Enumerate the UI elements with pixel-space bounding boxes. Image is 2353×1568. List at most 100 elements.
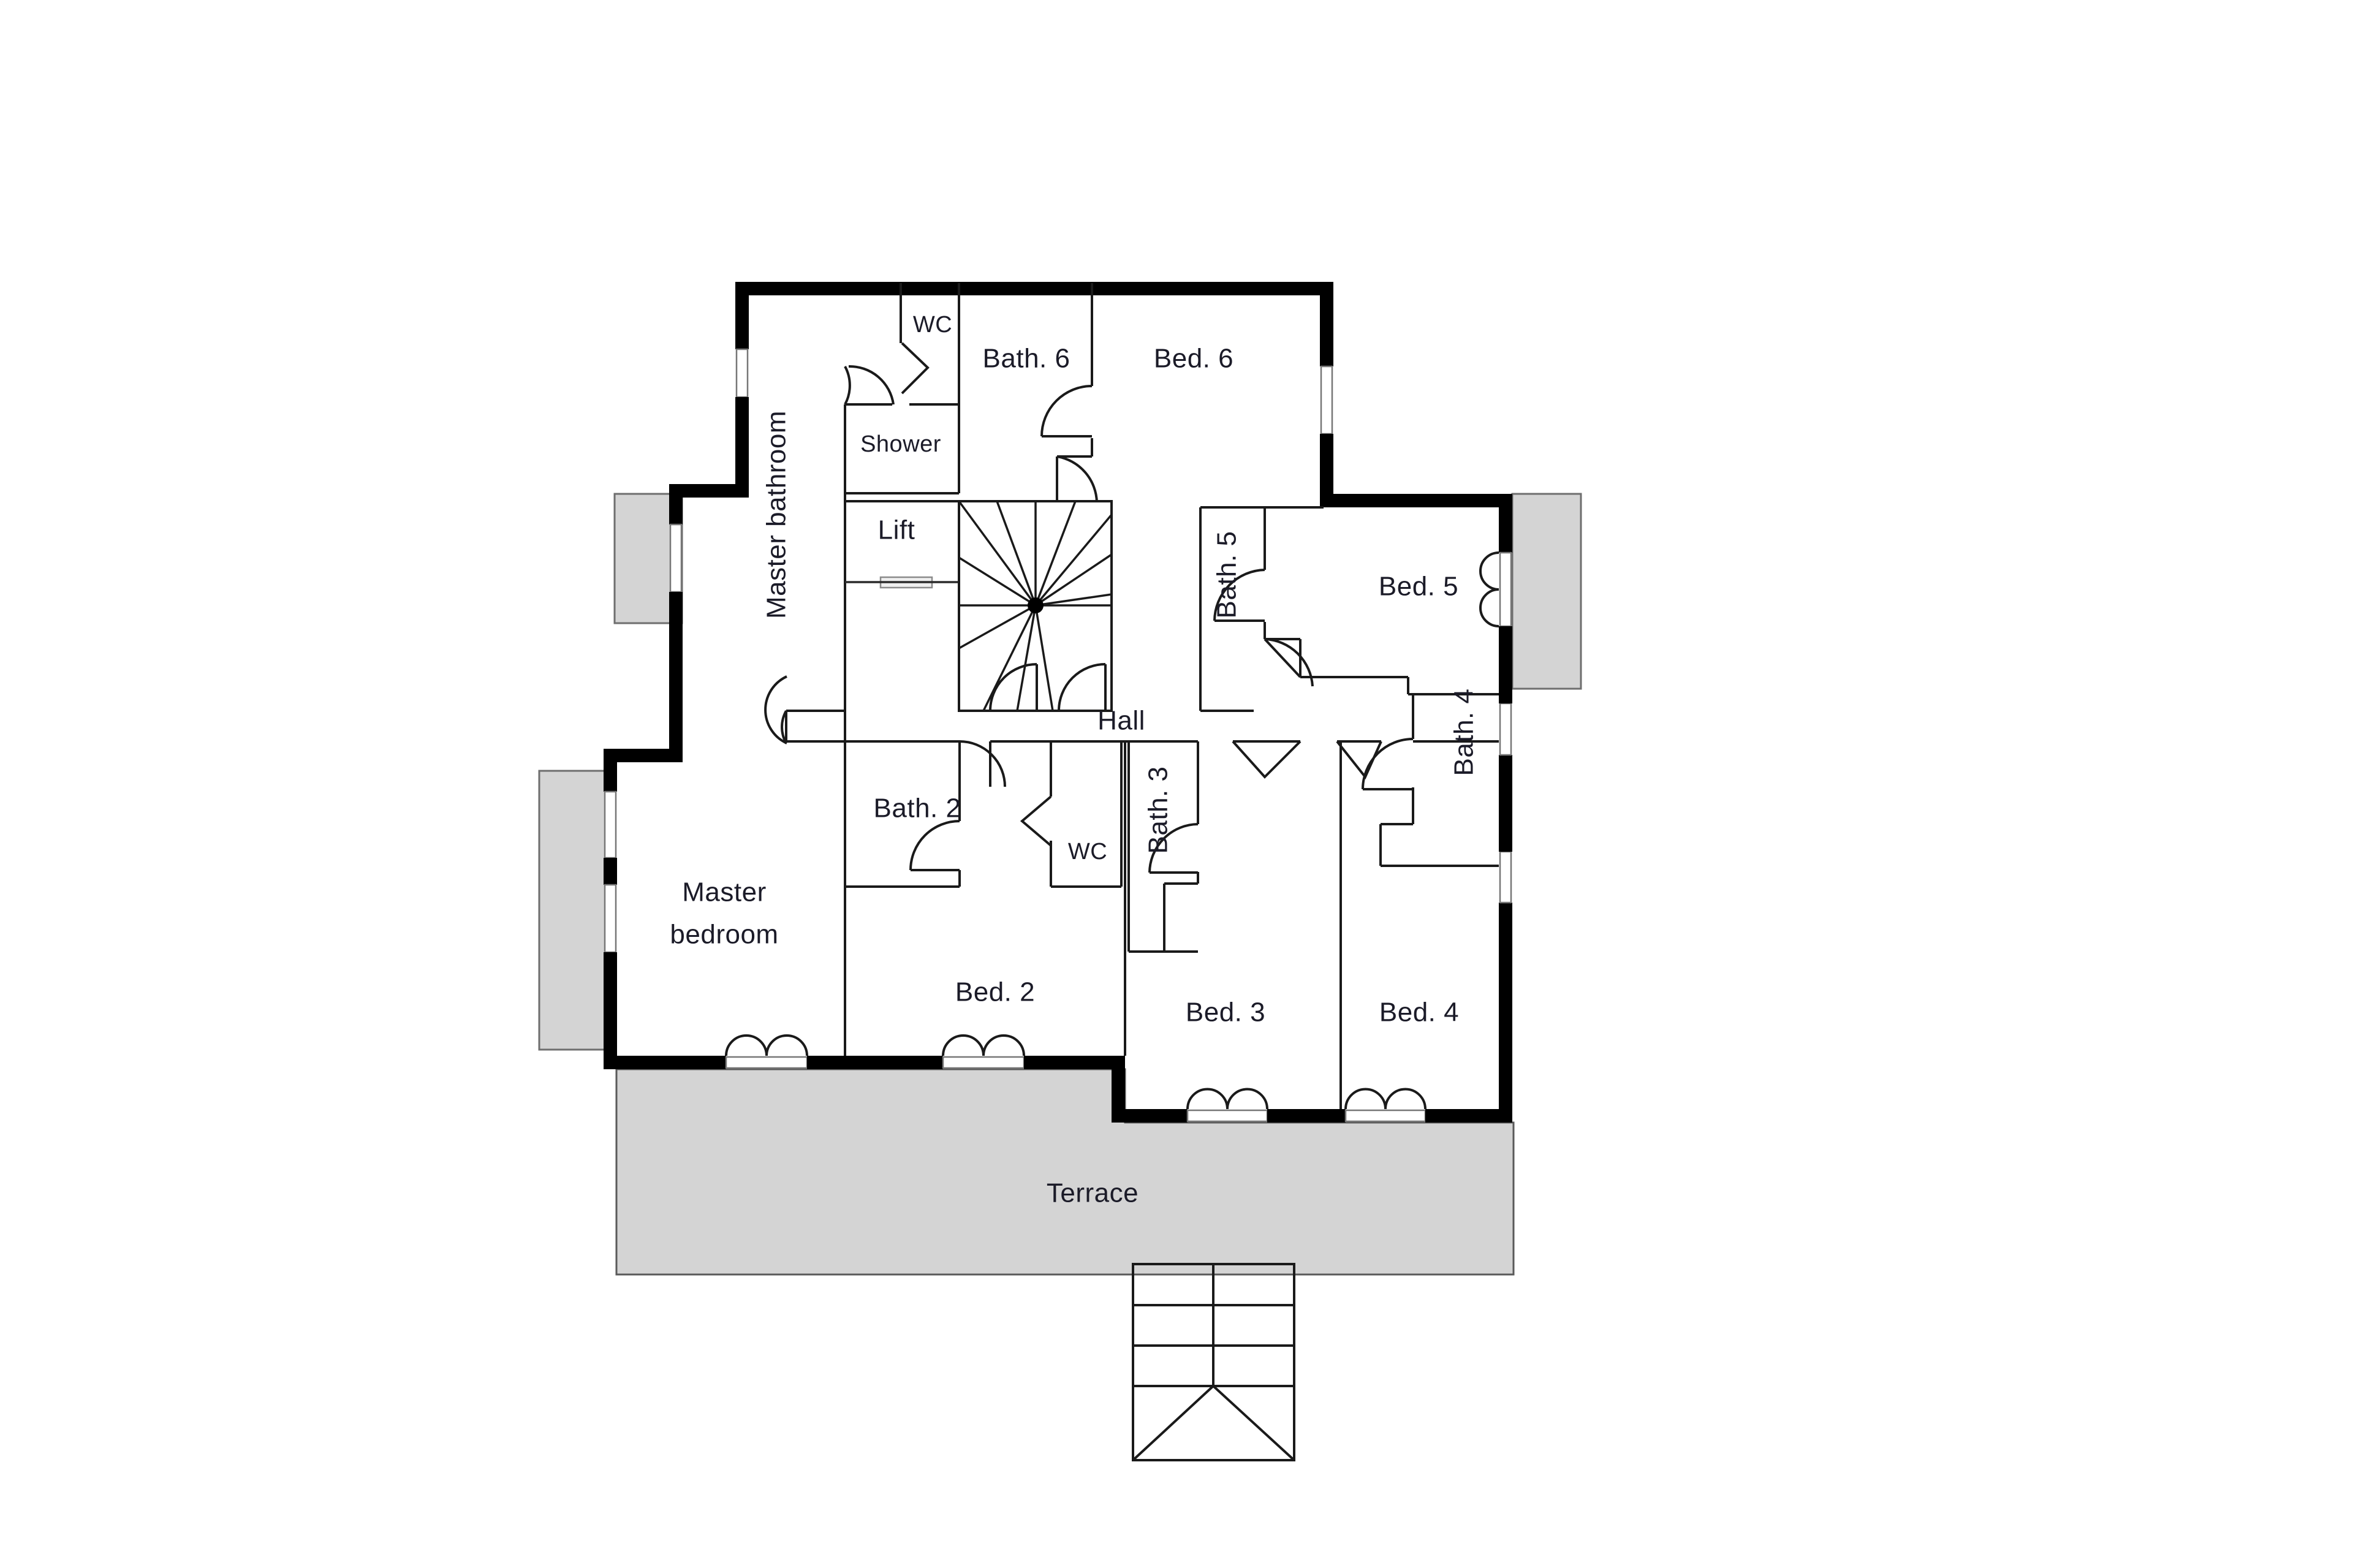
label-terrace: Terrace <box>1047 1178 1139 1208</box>
label-bed-4: Bed. 4 <box>1379 998 1459 1028</box>
wall-south-bed-3-a <box>1112 1109 1188 1123</box>
door-shower <box>844 366 851 405</box>
wall-east-bath-4-a <box>1499 755 1512 852</box>
window-bed-4-east <box>1499 850 1512 904</box>
door-wc-lower <box>1020 795 1052 847</box>
wall-east-bed-6-a <box>1320 282 1333 366</box>
balcony-master-bedroom <box>538 770 615 1051</box>
exterior-entry-stairs <box>1132 1263 1295 1461</box>
door-shower-arc2 <box>848 365 895 405</box>
sash-bed-5-2 <box>1479 588 1499 627</box>
label-bath-5: Bath. 5 <box>1212 531 1242 619</box>
sash-master-bedroom-1 <box>725 1034 768 1056</box>
door-wc-upper <box>901 342 930 395</box>
door-hall-right <box>1058 663 1106 711</box>
label-bath-4: Bath. 4 <box>1449 689 1479 776</box>
door-hall-left <box>989 663 1037 711</box>
sash-bed-2-1 <box>942 1034 985 1056</box>
wall-east-bed-5-b <box>1499 626 1512 689</box>
wall-south-bed-4 <box>1425 1109 1512 1123</box>
door-bath-4 <box>1362 738 1414 790</box>
sash-bed-5-1 <box>1479 551 1499 591</box>
interior-wall-group <box>785 283 1499 1109</box>
wall-west-upper-a <box>735 282 749 349</box>
door-bed-3 <box>1232 740 1302 779</box>
door-bed-4 <box>1336 740 1382 779</box>
label-wc-lower: WC <box>1068 839 1107 865</box>
wall-west-low-b <box>604 858 617 885</box>
terrace-area <box>615 1068 1515 1276</box>
label-bed-2: Bed. 2 <box>955 977 1035 1007</box>
window-bed-6-east <box>1320 365 1333 435</box>
wall-east-bed-6-b <box>1320 434 1333 507</box>
door-bed-5 <box>1264 638 1314 687</box>
entry-stair-diagonal-left <box>1132 1385 1214 1461</box>
stair-center-hub <box>1028 597 1044 613</box>
label-bed-5: Bed. 5 <box>1379 572 1458 602</box>
sash-bed-3-2 <box>1226 1088 1268 1110</box>
window-master-bathroom-north <box>735 348 749 398</box>
door-bed-6 <box>1056 455 1098 503</box>
window-bath-4-east <box>1499 702 1512 756</box>
window-bed-5-east <box>1499 551 1512 627</box>
door-group <box>764 342 1414 874</box>
label-lift: Lift <box>878 515 915 545</box>
sash-bed-2-2 <box>982 1034 1025 1056</box>
window-master-bedroom-south <box>725 1056 808 1069</box>
wall-south-master-bedroom-b <box>807 1056 943 1069</box>
wall-south-bed-3-b <box>1267 1109 1346 1123</box>
door-bath-6 <box>1040 385 1093 437</box>
label-master-bedroom-line2: bedroom <box>670 920 778 950</box>
sash-bed-3-1 <box>1186 1088 1229 1110</box>
label-bed-6: Bed. 6 <box>1154 344 1233 374</box>
wall-north <box>735 282 1333 295</box>
wall-west-jog-south <box>604 749 683 762</box>
door-master-bathroom-swing <box>764 675 787 744</box>
wall-west-upper-b <box>735 397 749 496</box>
wall-south-bed-2 <box>1024 1056 1125 1069</box>
sash-bed-4-2 <box>1384 1088 1427 1110</box>
exterior-wall-group <box>604 282 1512 1123</box>
wall-west-jog-north <box>669 484 749 498</box>
door-bath-2-hall <box>959 740 1006 787</box>
wall-east-bed-4 <box>1499 903 1512 1123</box>
wall-south-master-bedroom-a <box>604 1056 726 1069</box>
room-label-group: Master bathroom WC Shower Bath. 6 Bed. 6… <box>670 312 1479 1208</box>
label-hall: Hall <box>1097 706 1145 736</box>
wall-north-bed-5 <box>1324 494 1512 507</box>
door-bath-5 <box>1213 569 1265 621</box>
label-bed-3: Bed. 3 <box>1186 998 1265 1028</box>
door-leaf-bed-5 <box>1264 638 1302 678</box>
window-bed-4-south <box>1344 1109 1427 1123</box>
terrace-slab <box>615 1068 1515 1276</box>
window-master-bedroom-west-1 <box>604 790 617 859</box>
label-shower: Shower <box>860 431 941 457</box>
sash-bed-4-1 <box>1344 1088 1387 1110</box>
window-bed-3-south <box>1186 1109 1268 1123</box>
sash-master-bedroom-2 <box>765 1034 808 1056</box>
label-bath-3: Bath. 3 <box>1143 767 1173 854</box>
wall-west-low-c <box>604 952 617 1069</box>
door-master-bathroom <box>781 710 787 744</box>
label-bath-2: Bath. 2 <box>874 793 961 824</box>
wall-east-bath-4-b <box>1499 689 1512 703</box>
label-bath-6: Bath. 6 <box>983 344 1070 374</box>
wall-west-mid-a <box>669 484 683 525</box>
wall-west-mid-b <box>669 592 683 762</box>
window-sash-group <box>725 551 1499 1110</box>
entry-stair-diagonal-right <box>1212 1385 1295 1461</box>
label-master-bathroom: Master bathroom <box>762 411 792 619</box>
wall-south-step <box>1112 1056 1125 1123</box>
door-bath-3 <box>1148 823 1199 873</box>
wall-east-bed-5-a <box>1499 494 1512 553</box>
balcony-bed-5 <box>1511 493 1582 690</box>
spiral-stair-treads <box>958 500 1113 711</box>
window-master-bathroom-west <box>669 523 683 593</box>
window-bed-2-south <box>942 1056 1025 1069</box>
wall-west-low-a <box>604 749 617 792</box>
label-wc-upper: WC <box>913 312 952 338</box>
label-master-bedroom-line1: Master <box>682 877 766 907</box>
door-bath-2 <box>909 820 960 871</box>
